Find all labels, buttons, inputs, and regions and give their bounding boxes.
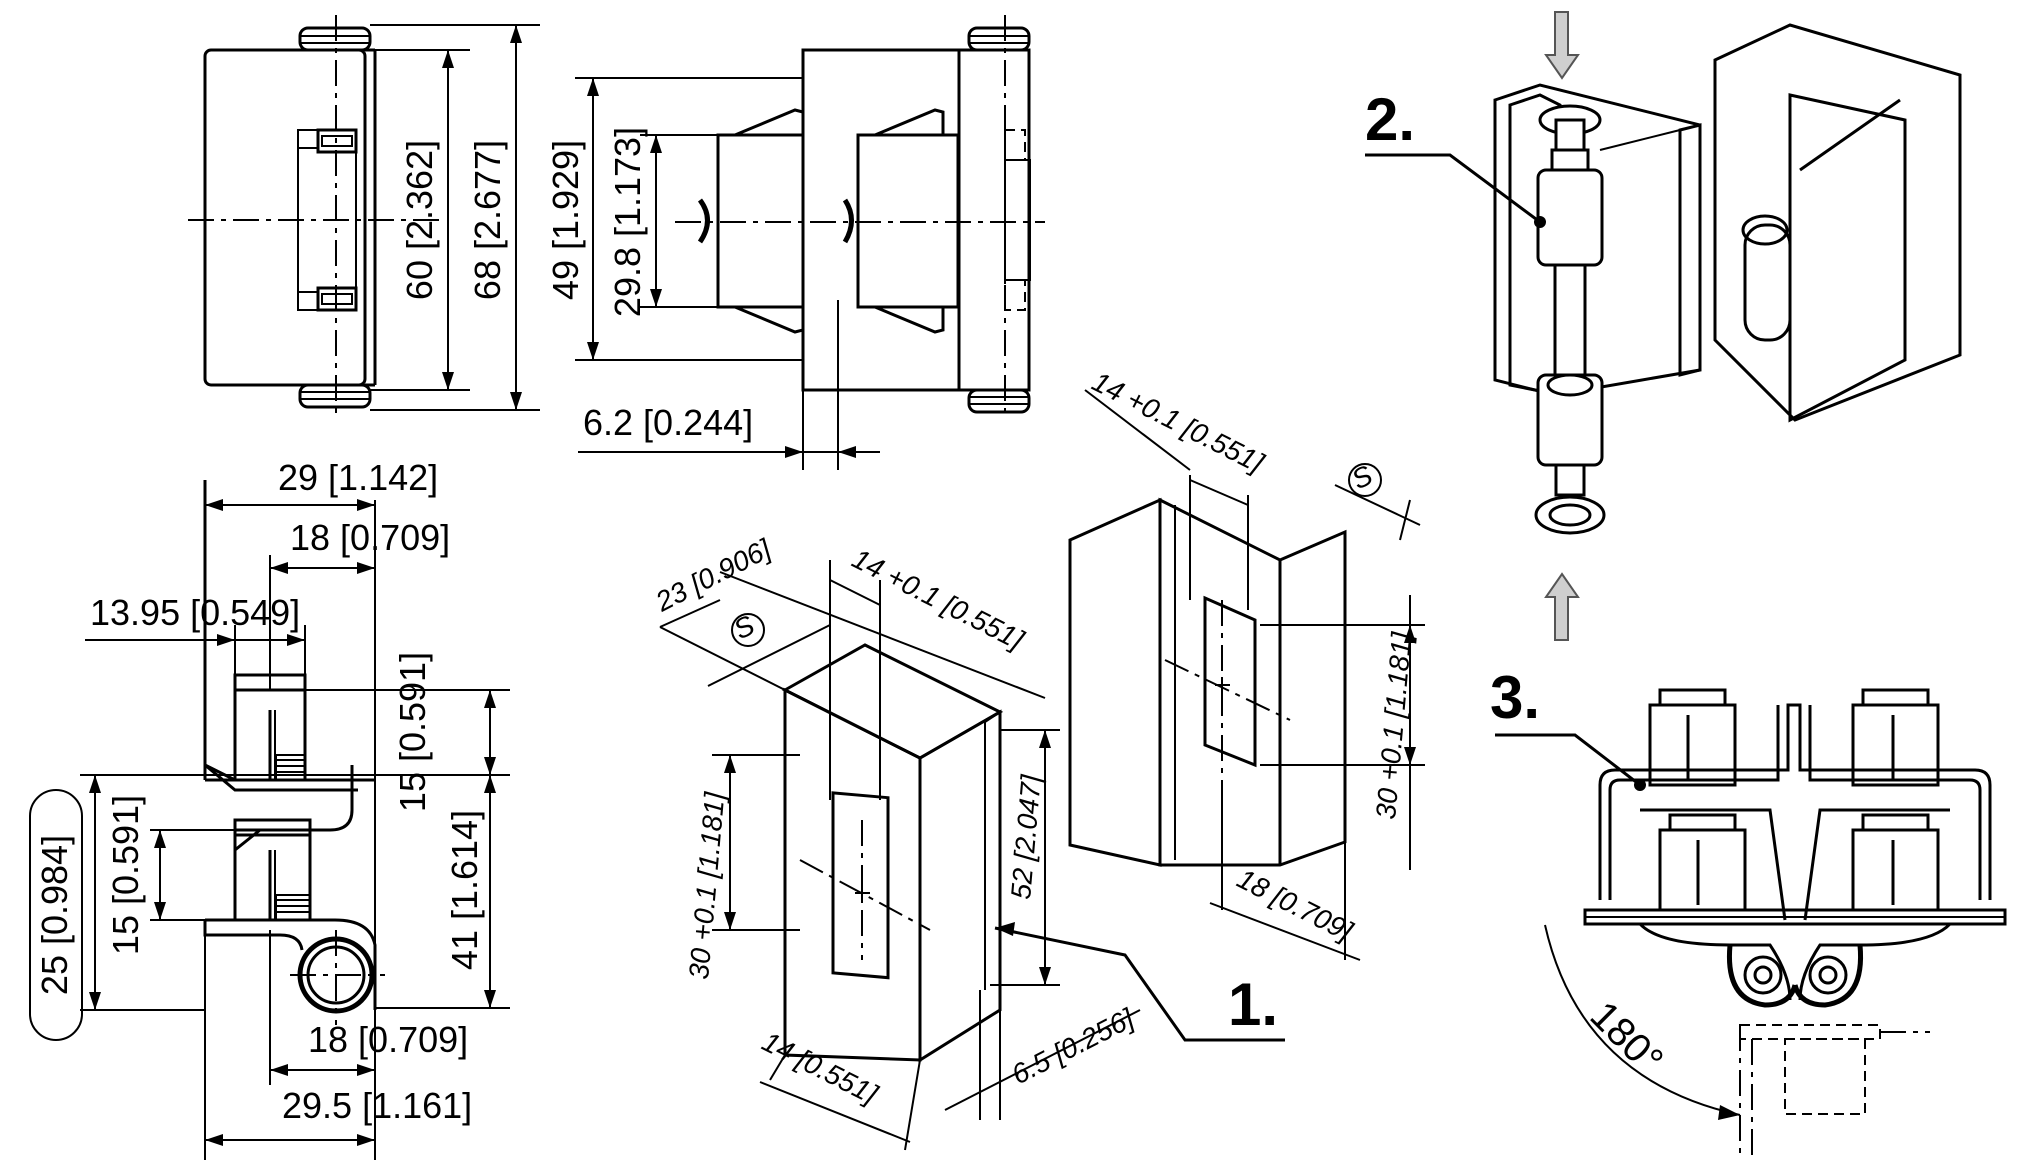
front-view: 60 [2.362] 68 [2.677] [188,15,540,420]
top-pin-offset-label: 13.95 [0.549] [90,592,300,633]
side-height-outer-label: 49 [1.929] [545,140,586,300]
top-view: 29 [1.142] 18 [0.709] 13.95 [0.549] 15 [… [29,457,510,1160]
cutout-left-slot-height-label: 30 +0.1 [1.181] [683,790,730,981]
bottom-width-inner-label: 18 [0.709] [308,1019,468,1060]
step-2-assembly: 2. [1365,11,1962,641]
side-offset-label: 6.2 [0.244] [583,402,753,443]
front-height-outer-label: 68 [2.677] [467,140,508,300]
top-width-inner-label: 18 [0.709] [290,517,450,558]
side-view: 49 [1.929] 29.8 [1.173] 6.2 [0.244] [545,15,1045,470]
top-upper-height-label: 15 [0.591] [392,652,433,812]
cutout-left-height-label: 52 [2.047] [1005,773,1047,901]
cutout-left-slot-tolerance-label: 14 +0.1 [0.551] [847,543,1029,656]
step-1-label: 1. [1228,971,1278,1038]
cutout-left-offset-label: 6.5 [0.256] [1007,1002,1140,1090]
cutout-right-view: 14 +0.1 [0.551] S 30 +0.1 [1.181] 18 [0.… [1068,366,1425,961]
cutout-left-depth-label: 23 [0.906] [650,533,777,618]
top-width-overall-label: 29 [1.142] [278,457,438,498]
bottom-width-overall-label: 29.5 [1.161] [282,1085,472,1126]
step-3-assembly: 180° 3. [1490,664,2007,1160]
top-left-height-label: 15 [0.591] [105,795,146,955]
side-height-inner-label: 29.8 [1.173] [607,127,648,317]
top-lower-height-label: 41 [1.614] [444,810,485,970]
rotation-angle-label: 180° [1582,993,1672,1083]
front-height-inner-label: 60 [2.362] [399,140,440,300]
top-left-boxed-label: 25 [0.984] [34,835,75,995]
step-2-label: 2. [1365,86,1415,153]
cutout-left-view: 23 [0.906] S 14 +0.1 [0.551] 30 +0.1 [1.… [650,533,1285,1151]
step-3-label: 3. [1490,664,1540,731]
